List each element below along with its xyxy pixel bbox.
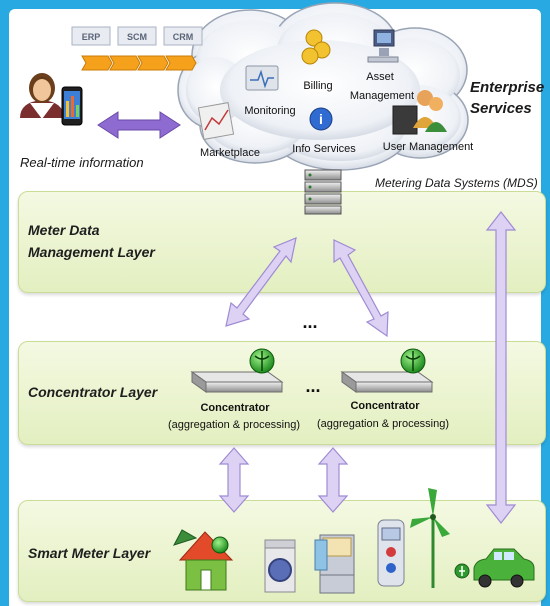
- erp-label: ERP: [82, 32, 101, 42]
- concentrator-1-desc: (aggregation & processing): [168, 419, 300, 431]
- concentrator-to-meter-arrow-left: [218, 447, 250, 513]
- mdm-layer-label-line2: Management Layer: [28, 244, 155, 260]
- electric-car-icon: [454, 548, 535, 588]
- info-icon: i: [309, 107, 333, 131]
- concentrator-2-name: Concentrator: [350, 400, 420, 412]
- asset-label-line2: Management: [350, 90, 414, 102]
- concentrator-2-desc: (aggregation & processing): [317, 418, 449, 430]
- meter-data-management-layer: [18, 191, 546, 293]
- house-icon: [172, 529, 234, 591]
- person-icon: [20, 73, 64, 119]
- enterprise-systems-ribbon: ERP SCM CRM: [71, 26, 203, 71]
- mdm-layer-label: Meter Data Management Layer: [28, 219, 155, 263]
- scm-box: [117, 26, 157, 46]
- asset-computer-icon: [367, 29, 399, 63]
- thermostat-icon: [377, 519, 405, 587]
- user-management-label: User Management: [383, 141, 474, 153]
- billing-coins-icon: [301, 29, 331, 65]
- monitoring-label: Monitoring: [244, 105, 295, 117]
- concentrator-to-meter-arrow-right: [317, 447, 349, 513]
- erp-box: [71, 26, 111, 46]
- mds-label: Metering Data Systems (MDS): [375, 176, 538, 190]
- phone-icon: [61, 86, 83, 126]
- ellipsis-mdm: ...: [302, 312, 317, 332]
- concentrator-layer-label: Concentrator Layer: [28, 384, 158, 400]
- concentrator-device-icon: [190, 348, 284, 393]
- realtime-double-arrow: [97, 111, 181, 139]
- crm-box: [163, 26, 203, 46]
- concentrator-device-icon: [340, 348, 434, 393]
- wind-turbine-icon: [410, 488, 450, 588]
- mdm-to-concentrator-arrow-right: [333, 239, 389, 338]
- monitoring-icon: [245, 65, 279, 91]
- washing-machine-icon: [264, 539, 296, 593]
- marketplace-chart-icon: [197, 102, 235, 140]
- billing-label: Billing: [303, 80, 332, 92]
- scm-label: SCM: [127, 32, 147, 42]
- marketplace-label: Marketplace: [200, 147, 260, 159]
- crm-label: CRM: [173, 32, 194, 42]
- refrigerator-icon: [314, 534, 355, 594]
- realtime-info-label: Real-time information: [20, 155, 144, 170]
- enterprise-title-line2: Services: [470, 100, 532, 117]
- server-icon: [304, 169, 342, 215]
- asset-label-line1: Asset: [366, 71, 394, 83]
- mdm-layer-label-line1: Meter Data: [28, 222, 100, 238]
- smart-meter-layer-label: Smart Meter Layer: [28, 545, 151, 561]
- concentrator-layer: [18, 341, 546, 445]
- svg-text:i: i: [319, 111, 323, 127]
- info-services-label: Info Services: [292, 143, 356, 155]
- enterprise-title-line1: Enterprise: [470, 79, 544, 96]
- ellipsis-concentrator: ...: [305, 376, 320, 396]
- concentrator-1-name: Concentrator: [200, 402, 270, 414]
- mdm-to-concentrator-arrow-left: [225, 237, 297, 327]
- cloud-icon: [177, 2, 469, 171]
- user-management-icon: [392, 90, 447, 135]
- mds-to-smart-meter-arrow: [485, 211, 517, 524]
